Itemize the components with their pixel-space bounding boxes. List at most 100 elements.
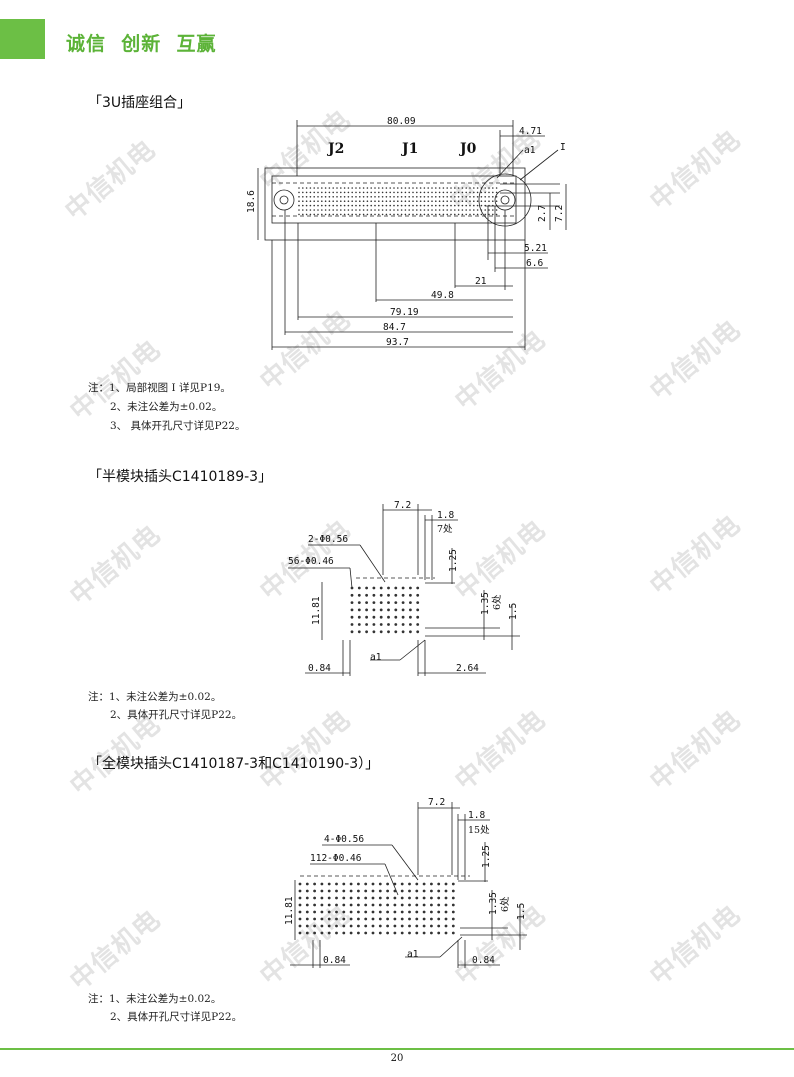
pin-hole [366, 191, 369, 194]
pin-hole [488, 200, 490, 202]
pin-hole [408, 196, 411, 198]
pin-hole [357, 910, 360, 914]
pin-hole [465, 191, 468, 194]
pin-hole [419, 187, 422, 189]
pin-hole [438, 204, 441, 207]
pin-hole [393, 213, 395, 216]
pin-hole [386, 931, 389, 935]
pin-hole [404, 187, 407, 189]
pin-hole [302, 196, 304, 198]
pin-hole [309, 213, 312, 216]
pin-hole [416, 191, 418, 194]
pin-hole [379, 623, 383, 626]
pin-hole [401, 593, 405, 597]
pin-hole [359, 187, 361, 189]
dim-6-places-c: 6处 [499, 896, 511, 912]
note-3-2: 2、具体开孔尺寸详见P22。 [110, 1011, 243, 1023]
pin-hole [431, 209, 433, 211]
pin-hole [379, 601, 383, 604]
pin-hole [385, 200, 388, 202]
pin-hole [484, 196, 487, 198]
pin-hole [372, 615, 376, 619]
pin-hole [404, 200, 407, 202]
pin-hole [393, 910, 397, 914]
pin-hole [372, 601, 376, 604]
pin-hole [305, 209, 308, 211]
pin-hole [480, 200, 483, 202]
dim-4-71: 4.71 [519, 126, 542, 137]
pin-hole [374, 213, 376, 216]
pin-hole [336, 191, 338, 194]
pin-hole [378, 200, 380, 202]
pin-hole [393, 931, 397, 935]
pin-hole [298, 200, 300, 202]
pin-hole [484, 209, 487, 211]
pin-hole [438, 187, 441, 189]
pin-hole [362, 200, 365, 202]
label-j0: J0 [458, 141, 477, 157]
pin-hole [408, 204, 411, 207]
pin-hole [444, 924, 448, 928]
pin-hole [400, 917, 404, 921]
dim-1-25-c: 1.25 [481, 845, 492, 868]
pin-hole [328, 209, 331, 211]
pin-hole [409, 601, 412, 604]
pin-hole [451, 889, 455, 893]
pin-hole [473, 204, 475, 207]
pin-hole [351, 191, 354, 194]
pin-hole [328, 196, 331, 198]
pin-hole [364, 917, 368, 921]
pin-hole [350, 593, 354, 597]
pin-hole [309, 191, 312, 194]
pin-hole [469, 204, 471, 207]
pin-hole [298, 896, 302, 900]
pin-hole [378, 191, 380, 194]
pin-hole [430, 931, 433, 935]
pin-hole [335, 903, 338, 907]
drawing-full-module-plug: 7.2 1.8 15处 4-Φ0.56 112-Φ0.46 1.25 11.81… [284, 797, 527, 968]
pin-hole [342, 931, 346, 935]
pin-hole [435, 213, 437, 216]
pin-hole [340, 200, 342, 202]
pin-hole [476, 209, 479, 211]
pin-hole [430, 924, 433, 928]
pin-hole [351, 209, 354, 211]
pin-hole [379, 586, 383, 590]
pin-hole [336, 200, 338, 202]
pin-hole [416, 615, 420, 619]
pin-hole [359, 209, 361, 211]
pin-hole [324, 209, 327, 211]
pin-hole [437, 917, 441, 921]
pin-hole [422, 917, 426, 921]
pin-hole [492, 191, 494, 194]
pin-hole [317, 204, 319, 207]
pin-hole [386, 910, 389, 914]
pin-hole [317, 213, 319, 216]
pin-hole [408, 931, 411, 935]
dim-18-6: 18.6 [246, 190, 257, 213]
pin-hole [378, 924, 382, 928]
pin-hole [364, 903, 368, 907]
pin-hole [359, 200, 361, 202]
pin-hole [385, 209, 388, 211]
pin-hole [357, 586, 361, 590]
drawing-3u-socket-assembly: 80.09 4.71 J2 J1 J0 a1 I 18.6 2.7 7.2 5.… [246, 116, 567, 350]
pin-hole [409, 593, 412, 597]
pin-hole [378, 917, 382, 921]
label-detail-i: I [560, 142, 566, 153]
pin-hole [394, 630, 398, 634]
note-1-1: 注：1、局部视图 I 详见P19。 [88, 382, 231, 394]
pin-hole [342, 910, 346, 914]
pin-hole [340, 191, 342, 194]
pin-hole [422, 910, 426, 914]
dim-80-09: 80.09 [387, 116, 416, 127]
pin-hole [324, 187, 327, 189]
pin-hole [324, 200, 327, 202]
pin-hole [419, 213, 422, 216]
pin-hole [321, 187, 323, 189]
pin-hole [349, 917, 353, 921]
pin-hole [480, 196, 483, 198]
pin-hole [298, 213, 300, 216]
label-4-phi-0-56: 4-Φ0.56 [324, 834, 364, 845]
pin-hole [359, 191, 361, 194]
